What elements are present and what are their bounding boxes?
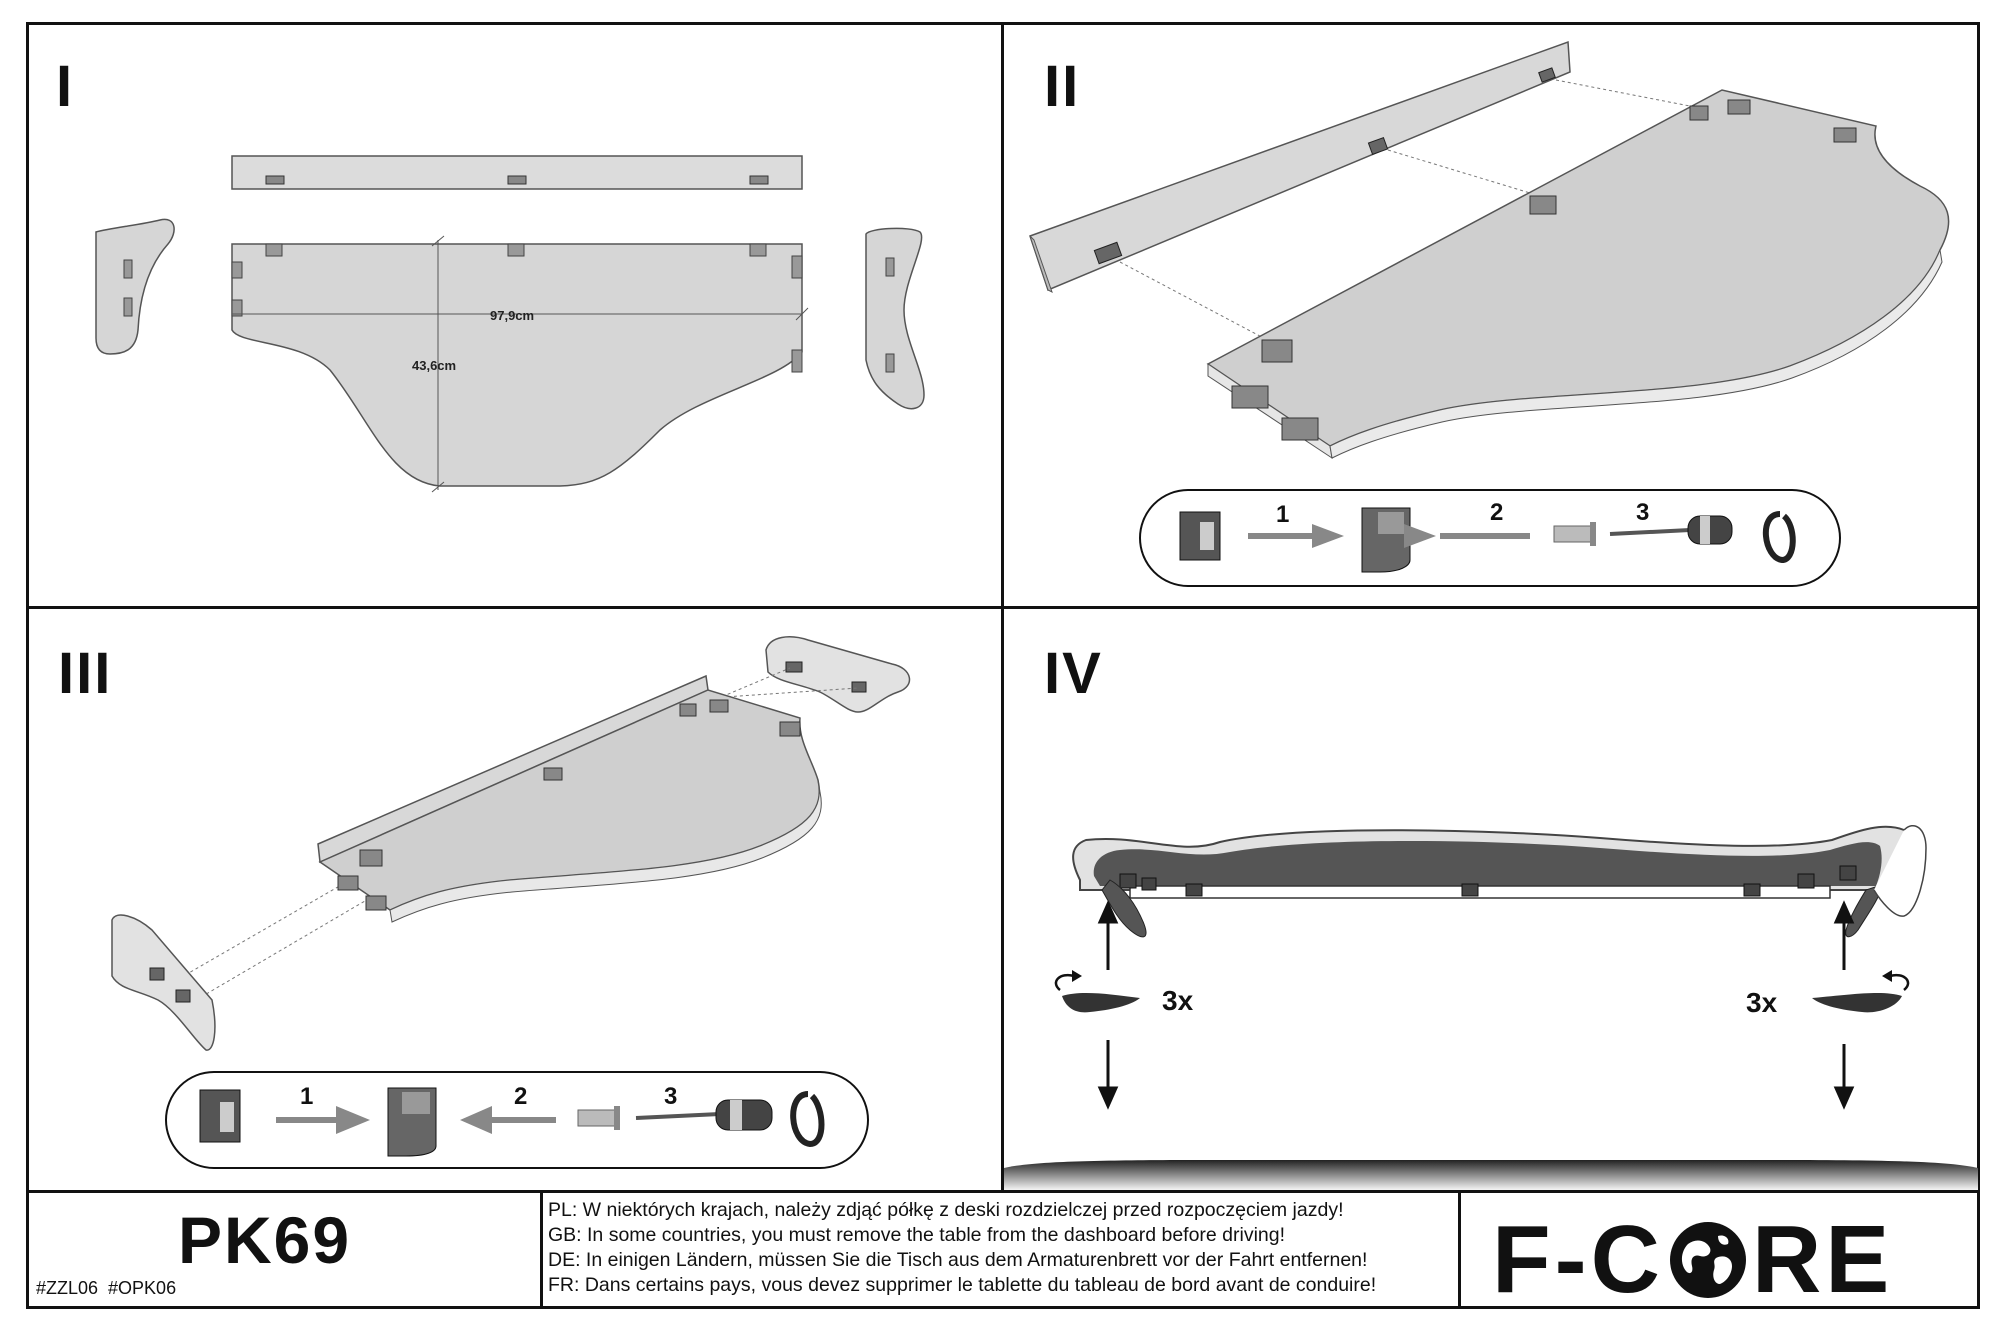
safety-warnings: PL: W niektórych krajach, należy zdjąć p… <box>548 1198 1376 1298</box>
warning-fr: FR: Dans certains pays, vous devez suppr… <box>548 1274 1377 1296</box>
panel-2-label: II <box>1044 54 1081 119</box>
warning-de: DE: In einigen Ländern, müssen Sie die T… <box>548 1249 1368 1271</box>
panel-4-label: IV <box>1044 641 1103 706</box>
brand-logo-text-right: RE <box>1751 1206 1894 1313</box>
warning-pl: PL: W niektórych krajach, należy zdjąć p… <box>548 1199 1344 1221</box>
product-codes: #ZZL06 #OPK06 <box>36 1278 177 1298</box>
panel-1-label: I <box>56 54 75 119</box>
warning-gb: GB: In some countries, you must remove t… <box>548 1224 1286 1246</box>
grid-divider-middle <box>26 606 1980 609</box>
footer-divider-2 <box>1458 1190 1461 1309</box>
panel-3-label: III <box>58 641 113 706</box>
model-number: PK69 <box>178 1203 352 1277</box>
globe-icon <box>1669 1222 1746 1298</box>
footer-divider-1 <box>540 1190 543 1309</box>
grid-divider-footer <box>26 1190 1980 1193</box>
brand-logo: F-C RE <box>1492 1212 1893 1308</box>
brand-logo-text-left: F-C <box>1492 1206 1664 1313</box>
